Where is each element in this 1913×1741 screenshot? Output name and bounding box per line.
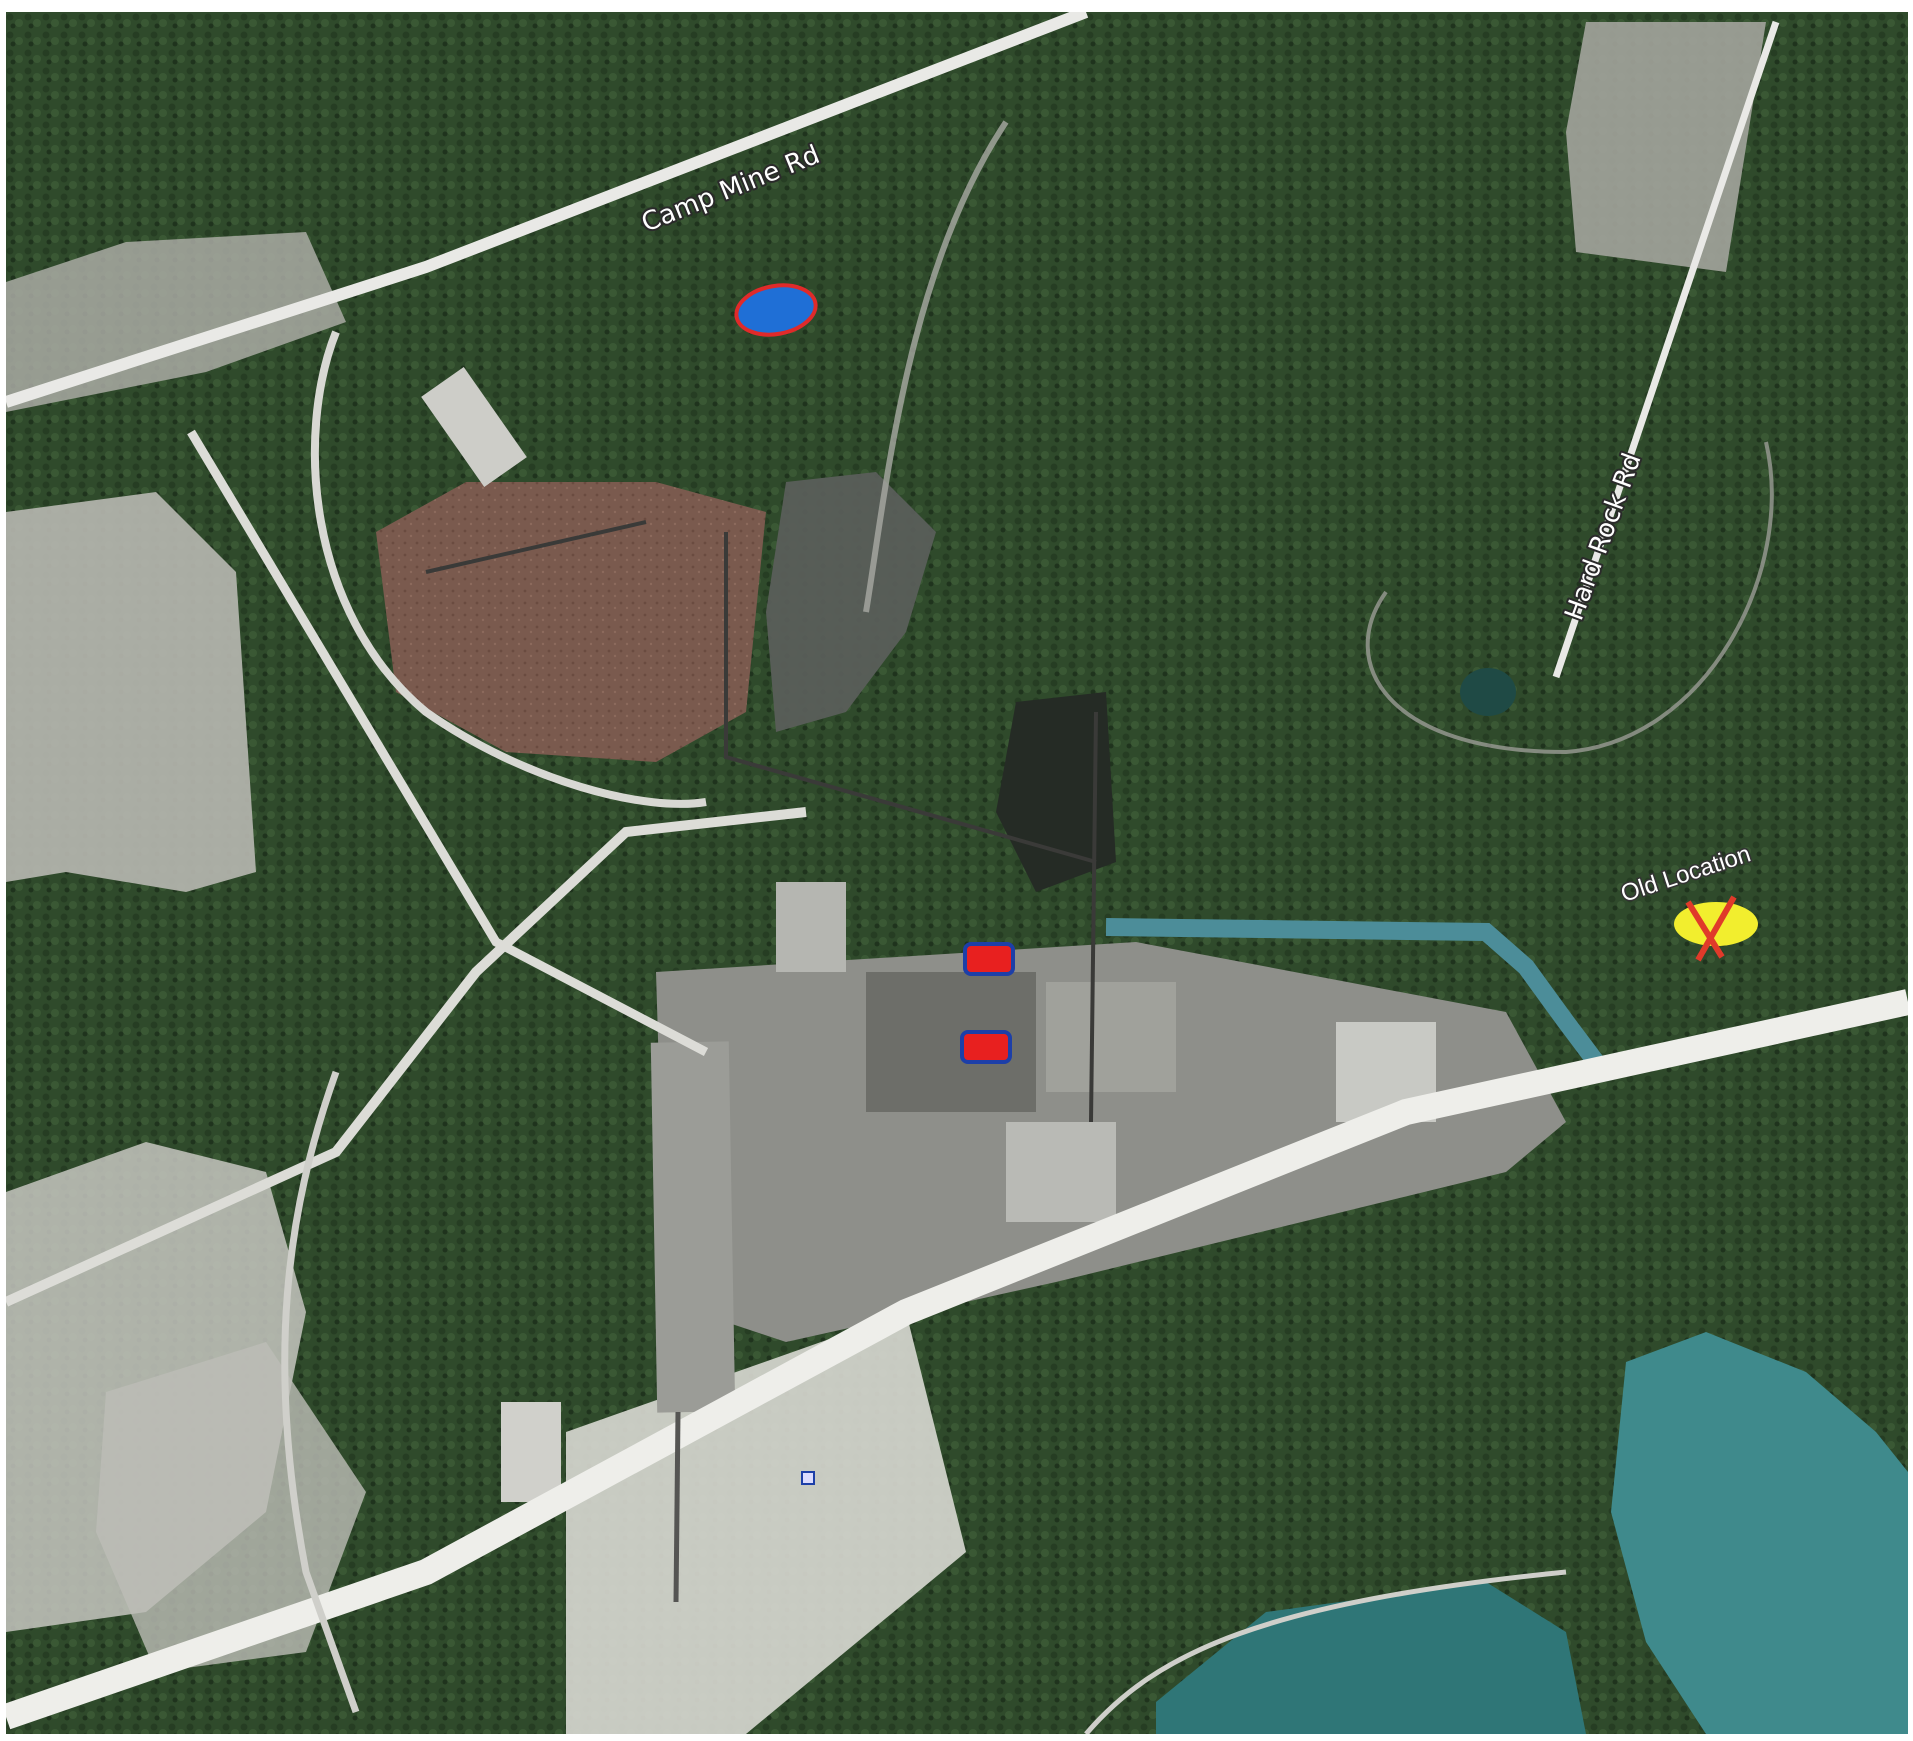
- aerial-map[interactable]: Camp Mine Rd Hard Rock Rd Old Location: [6, 12, 1908, 1734]
- south-yard: [566, 1312, 966, 1734]
- west-loop-road: [310, 330, 707, 808]
- south-warehouse: [501, 1402, 561, 1502]
- rail-spur: [673, 1411, 681, 1603]
- south-lake: [1156, 1582, 1586, 1734]
- north-curve-road: [863, 120, 1009, 613]
- camp-mine-rd: [6, 12, 1089, 408]
- blue-ellipse-marker[interactable]: [732, 279, 819, 340]
- northwest-lot: [6, 232, 346, 412]
- conveyor-line-3: [1089, 711, 1098, 1123]
- east-loop-trail: [1365, 441, 1774, 755]
- conveyor-line-2: [425, 520, 647, 574]
- conveyor-line-1: [724, 532, 1097, 864]
- plant-building-1: [776, 882, 846, 972]
- north-warehouse: [421, 367, 527, 487]
- map-canvas[interactable]: Camp Mine Rd Hard Rock Rd Old Location: [6, 12, 1908, 1734]
- small-pond: [1460, 668, 1516, 716]
- small-blue-square-marker[interactable]: [801, 1471, 815, 1485]
- plant-building-3: [1046, 982, 1176, 1092]
- main-highway: [6, 989, 1908, 1730]
- southwest-town: [96, 1342, 366, 1672]
- red-rect-marker-upper[interactable]: [963, 942, 1015, 976]
- west-clearing: [6, 492, 256, 892]
- diagonal-haul-road: [187, 429, 709, 1056]
- southwest-road: [6, 807, 807, 1307]
- southeast-lake: [1611, 1332, 1908, 1734]
- red-rect-marker-lower[interactable]: [960, 1030, 1012, 1064]
- lake-shore-road: [1084, 1569, 1567, 1734]
- old-location-marker[interactable]: [1674, 895, 1758, 962]
- west-curve-road: [281, 1070, 360, 1714]
- hard-rock-rd: [1552, 20, 1780, 679]
- old-location-x-stroke-2: [1695, 895, 1737, 962]
- coal-pile-area: [766, 472, 936, 732]
- old-location-x-stroke-1: [1685, 900, 1725, 959]
- canal: [1105, 918, 1604, 1068]
- long-shed: [650, 1041, 736, 1413]
- plant-building-5: [1006, 1122, 1116, 1222]
- dirt-stockpile-area: [376, 482, 766, 762]
